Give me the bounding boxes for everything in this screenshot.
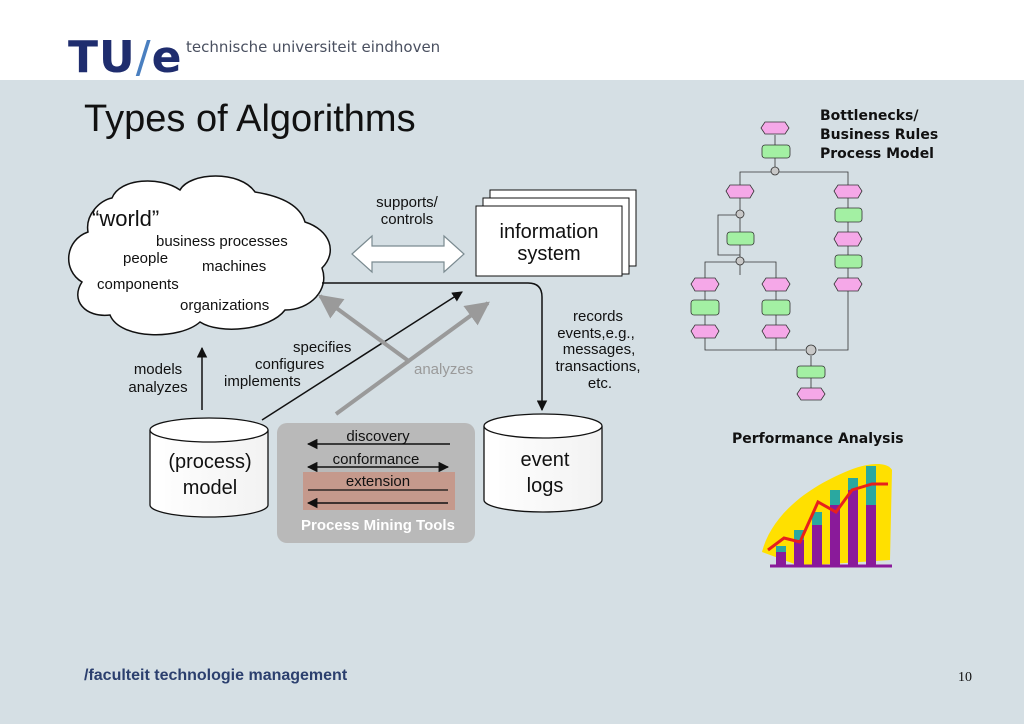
epc-event <box>833 277 863 292</box>
chart-bar-top <box>776 546 786 552</box>
logo-e: e <box>151 32 183 83</box>
page-number: 10 <box>958 670 972 685</box>
analyzes-arrow-infosys <box>334 301 490 416</box>
chart-bar-top <box>830 490 840 505</box>
supports-line1: supports/ <box>376 194 439 211</box>
chart-bar-top <box>848 478 858 490</box>
event-logs-line2: logs <box>527 475 564 497</box>
epc-function <box>761 144 791 159</box>
epc-connector <box>735 256 745 266</box>
analyzes-arrow-world <box>318 294 412 364</box>
records-line5: etc. <box>588 375 612 392</box>
epc-event <box>760 121 790 135</box>
event-logs-line1: event <box>521 449 570 471</box>
specifies-line3: implements <box>224 373 301 390</box>
university-name: technische universiteit eindhoven <box>186 38 441 56</box>
epc-function <box>690 299 720 316</box>
world-item-organizations: organizations <box>180 297 269 314</box>
specifies-line1: specifies <box>293 339 351 356</box>
epc-edges <box>704 135 849 388</box>
process-mining-tools-caption: Process Mining Tools <box>301 517 455 534</box>
models-line1: models <box>134 361 182 378</box>
analyzes-label: analyzes <box>414 361 473 378</box>
chart-bar-top <box>812 512 822 525</box>
epc-event <box>690 277 720 292</box>
epc-function <box>834 207 863 223</box>
process-model-cylinder <box>149 430 269 518</box>
epc-event <box>761 277 791 292</box>
slide-title: Types of Algorithms <box>84 98 416 140</box>
models-line2: analyzes <box>128 379 187 396</box>
world-item-components: components <box>97 276 179 293</box>
world-item-machines: machines <box>202 258 266 275</box>
epc-connector <box>770 166 780 176</box>
records-line2: events,e.g., <box>557 325 635 342</box>
process-model-line2: model <box>183 477 237 499</box>
epc-function <box>834 254 863 269</box>
event-logs-cylinder <box>483 426 603 513</box>
epc-function <box>796 365 826 379</box>
logo-tu: TU <box>68 32 136 83</box>
chart-bar <box>848 490 858 565</box>
epc-connector <box>735 209 745 219</box>
specifies-arrow <box>261 291 463 421</box>
bottlenecks-line2: Business Rules <box>820 127 938 143</box>
chart-bar <box>866 505 876 565</box>
epc-process-model <box>690 121 863 401</box>
tool-extension: extension <box>346 473 410 490</box>
performance-analysis-title: Performance Analysis <box>732 431 904 447</box>
records-line3: messages, <box>563 341 636 358</box>
tool-conformance: conformance <box>333 451 420 468</box>
world-item-business-processes: business processes <box>156 233 288 250</box>
bottlenecks-line3: Process Model <box>820 146 934 162</box>
epc-function <box>761 299 791 316</box>
world-title: “world” <box>92 206 159 231</box>
epc-event <box>796 387 826 401</box>
chart-bar <box>812 525 822 565</box>
tool-discovery: discovery <box>346 428 410 445</box>
chart-bar-top <box>794 530 804 540</box>
logo-slash: / <box>135 32 152 83</box>
world-item-people: people <box>123 250 168 267</box>
chart-bar <box>776 552 786 565</box>
world-cloud <box>67 175 332 336</box>
bottlenecks-line1: Bottlenecks/ <box>820 108 919 124</box>
epc-event <box>725 184 755 199</box>
epc-event <box>833 184 863 199</box>
specifies-line2: configures <box>255 356 324 373</box>
event-logs-cylinder-top <box>483 413 603 439</box>
epc-event <box>833 231 863 247</box>
supports-line2: controls <box>381 211 434 228</box>
process-model-cylinder-top <box>149 417 269 443</box>
chart-bar <box>830 505 840 565</box>
double-arrow-icon <box>351 234 465 274</box>
epc-event <box>690 324 720 339</box>
process-model-line1: (process) <box>168 451 251 473</box>
chart-trend-line <box>767 482 888 552</box>
epc-function <box>726 231 755 246</box>
footer-faculty: /faculteit technologie management <box>84 667 348 684</box>
records-line1: records <box>573 308 623 325</box>
records-line4: transactions, <box>555 358 640 375</box>
records-arrow <box>322 282 548 412</box>
header: TU/e technische universiteit eindhoven <box>0 0 1024 80</box>
epc-connector <box>805 344 817 356</box>
tue-logo: TU/e <box>68 36 182 80</box>
epc-event <box>761 324 791 339</box>
performance-chart-icon <box>762 464 892 568</box>
infosys-line1: information <box>500 221 599 243</box>
infosys-line2: system <box>517 243 580 265</box>
infosys-box-front <box>475 205 623 277</box>
chart-bar <box>794 540 804 565</box>
